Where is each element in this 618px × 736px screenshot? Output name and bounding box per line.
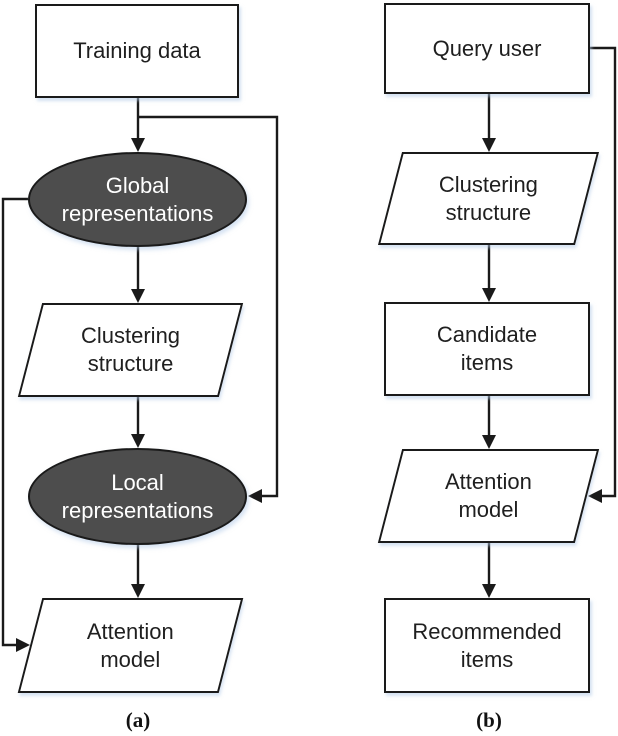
node-label: Attention — [87, 618, 174, 644]
node-global-representations: Global representations — [28, 152, 247, 247]
node-label: model — [458, 497, 519, 522]
edge-b-query-to-attention-bypass — [588, 46, 617, 503]
node-label: Attention — [445, 469, 532, 494]
node-label: Clustering — [438, 171, 539, 197]
edge-a-training-to-global — [131, 97, 145, 152]
node-query-user: Query user — [384, 3, 590, 94]
edge-a-training-to-local-bypass — [138, 115, 279, 503]
node-label: structure — [87, 351, 174, 376]
node-label: Global — [105, 172, 170, 198]
node-label: representations — [61, 200, 214, 226]
panel-a-caption: (a) — [125, 708, 151, 732]
node-attention-model-b: Attention model — [377, 449, 600, 543]
node-label: Recommended — [412, 618, 562, 644]
node-label: Training data — [73, 38, 201, 63]
node-label: Local — [111, 469, 164, 495]
node-candidate-items: Candidate items — [384, 302, 590, 396]
edge-a-global-to-attention-loop — [1, 197, 30, 652]
node-label: Clustering — [80, 323, 181, 348]
node-label: Candidate — [436, 322, 538, 347]
node-label: model — [100, 646, 161, 672]
edge-b-clustering-to-candidate — [482, 244, 496, 302]
node-label: representations — [61, 497, 214, 523]
edge-b-query-to-clustering — [482, 93, 496, 152]
node-training-data: Training data — [35, 4, 239, 98]
panel-b-caption: (b) — [476, 708, 502, 732]
edge-a-clustering-to-local — [131, 396, 145, 448]
node-label: items — [460, 350, 514, 375]
node-recommended-items: Recommended items — [384, 598, 590, 693]
edge-b-attention-to-recommended — [482, 542, 496, 598]
edge-b-candidate-to-attention — [482, 395, 496, 449]
edge-a-local-to-attention — [131, 544, 145, 598]
node-local-representations: Local representations — [28, 448, 247, 545]
node-attention-model-a: Attention model — [17, 598, 244, 693]
node-label: Query user — [432, 35, 542, 61]
node-label: items — [460, 646, 514, 672]
node-clustering-structure-b: Clustering structure — [377, 152, 600, 245]
node-clustering-structure-a: Clustering structure — [17, 303, 244, 397]
edge-a-global-to-clustering — [131, 246, 145, 303]
node-label: structure — [445, 199, 532, 225]
